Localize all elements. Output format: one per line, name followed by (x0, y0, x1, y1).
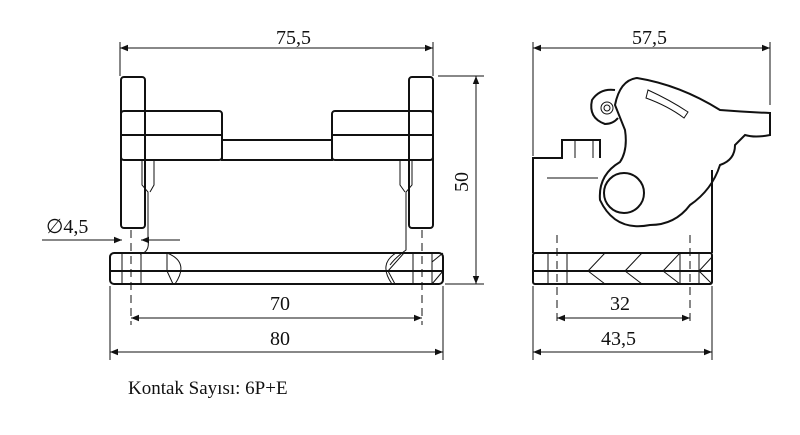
dim-43-5: 43,5 (601, 328, 636, 350)
dim-75-5: 75,5 (276, 27, 311, 49)
front-dimensions: 75,5 50 70 80 ∅4,5 (42, 27, 484, 360)
dim-hole-diameter: ∅4,5 (46, 216, 88, 238)
dim-32: 32 (610, 293, 630, 315)
dim-50: 50 (451, 172, 473, 192)
side-dimensions: 57,5 32 43,5 (532, 27, 771, 360)
front-view (109, 76, 444, 325)
dim-70: 70 (270, 293, 290, 315)
dim-80: 80 (270, 328, 290, 350)
dim-57-5: 57,5 (632, 27, 667, 49)
contact-count-caption: Kontak Sayısı: 6P+E (128, 378, 288, 399)
side-view (532, 76, 771, 325)
